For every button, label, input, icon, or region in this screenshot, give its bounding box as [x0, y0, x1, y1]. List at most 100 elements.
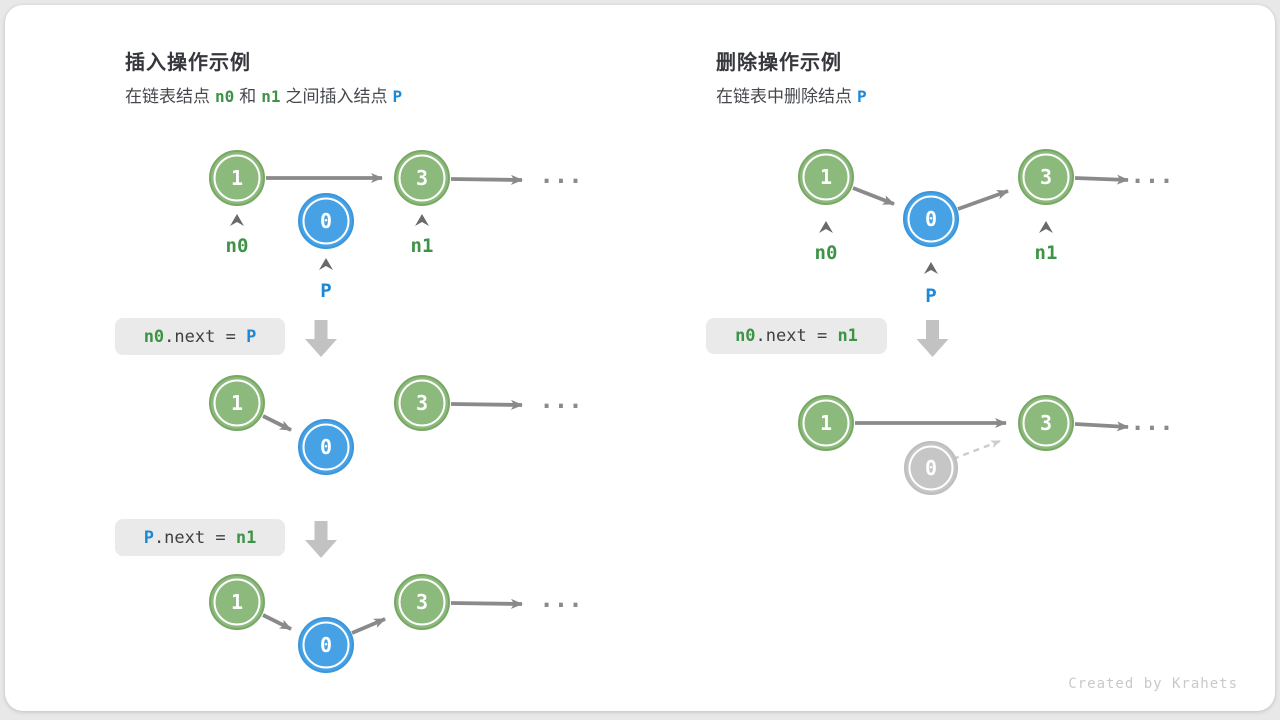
- code-mid: .next =: [755, 326, 838, 346]
- code-lhs: n0: [735, 326, 756, 346]
- insert-diagram-step1: ... 1 3 0: [209, 375, 583, 475]
- node-value: 1: [820, 165, 832, 189]
- delete-title: 删除操作示例: [716, 52, 842, 74]
- label-n1: n1: [1035, 242, 1058, 264]
- step-down-arrow: [916, 320, 949, 357]
- node-green-3: 3: [394, 574, 450, 630]
- delete-subtitle-text-1: 在链表中删除结点: [716, 87, 852, 106]
- node-circle: [209, 150, 265, 206]
- insert-subtitle-text-3: 之间插入结点: [285, 87, 388, 106]
- code-mid: .next =: [164, 326, 247, 347]
- insert-code-step1: n0.next = P: [115, 318, 285, 355]
- delete-code-step1: n0.next = n1: [706, 318, 887, 354]
- step-down-arrow: [305, 521, 337, 558]
- node-blue-p: 0: [298, 617, 354, 673]
- code-rhs: P: [246, 326, 257, 347]
- node-circle: [209, 574, 265, 630]
- node-circle: [1018, 149, 1074, 205]
- node-circle: [798, 395, 854, 451]
- node-ring: [802, 153, 850, 201]
- ellipsis: ...: [1130, 408, 1173, 436]
- insert-title: 插入操作示例: [125, 52, 251, 74]
- pointer-caret-n0: [819, 221, 833, 233]
- node-ring: [398, 578, 446, 626]
- node-green-3: 3: [1018, 149, 1074, 205]
- node-ring: [1022, 153, 1070, 201]
- arrow-n1-dots: [1074, 421, 1129, 432]
- label-p: P: [925, 285, 936, 307]
- arrow-n1-dots: [450, 598, 523, 609]
- node-ring: [802, 399, 850, 447]
- node-green-1: 1: [209, 150, 265, 206]
- node-value: 0: [320, 633, 332, 657]
- node-circle: [903, 191, 959, 247]
- node-green-1: 1: [209, 375, 265, 431]
- code-rhs: n1: [837, 326, 858, 346]
- node-circle: [1018, 395, 1074, 451]
- node-circle: [394, 375, 450, 431]
- insert-subtitle-text-1: 在链表结点: [125, 87, 210, 106]
- node-circle: [798, 149, 854, 205]
- node-ring: [302, 197, 350, 245]
- node-green-3: 3: [394, 375, 450, 431]
- node-ring: [213, 379, 261, 427]
- label-n0: n0: [226, 235, 249, 257]
- pointer-caret-n0: [230, 214, 244, 226]
- node-blue-p: 0: [298, 193, 354, 249]
- arrow-p-n1: [351, 617, 386, 635]
- arrow-n1-dots: [450, 174, 523, 185]
- code-lhs: P: [143, 527, 154, 548]
- insert-subtitle-p: P: [392, 87, 403, 106]
- ellipsis: ...: [539, 585, 582, 613]
- node-circle: [209, 375, 265, 431]
- delete-subtitle-p: P: [857, 87, 867, 106]
- arrow-n1-dots: [450, 399, 523, 410]
- node-value: 0: [925, 456, 937, 480]
- label-n1: n1: [411, 235, 434, 257]
- node-value: 1: [820, 411, 832, 435]
- node-green-1: 1: [798, 395, 854, 451]
- node-value: 3: [1040, 165, 1052, 189]
- node-value: 0: [320, 435, 332, 459]
- arrow-p-n1-dashed: [952, 439, 1001, 461]
- node-value: 3: [416, 391, 428, 415]
- code-mid: .next =: [153, 527, 236, 548]
- pointer-caret-n1: [415, 214, 429, 226]
- node-ring: [213, 578, 261, 626]
- node-circle: [394, 574, 450, 630]
- node-blue-p: 0: [298, 419, 354, 475]
- arrow-n0-p: [262, 414, 292, 432]
- node-value: 3: [416, 166, 428, 190]
- node-ring: [907, 195, 955, 243]
- pointer-caret-n1: [1039, 221, 1053, 233]
- node-ring: [302, 423, 350, 471]
- insert-subtitle-text-2: 和: [239, 87, 257, 106]
- code-lhs: n0: [143, 326, 165, 347]
- node-value: 1: [231, 590, 243, 614]
- ellipsis: ...: [539, 386, 582, 414]
- node-ring: [1022, 399, 1070, 447]
- insert-code-step2: P.next = n1: [115, 519, 285, 556]
- arrow-n0-p: [852, 186, 895, 206]
- pointer-caret-p: [319, 258, 333, 270]
- arrow-p-n1: [957, 189, 1009, 211]
- node-ring: [302, 621, 350, 669]
- node-circle: [298, 193, 354, 249]
- insert-subtitle-n0: n0: [215, 87, 235, 106]
- node-green-3: 3: [1018, 395, 1074, 451]
- label-n0: n0: [815, 242, 838, 264]
- node-circle: [904, 441, 958, 495]
- node-value: 0: [320, 209, 332, 233]
- node-ring: [398, 154, 446, 202]
- node-value: 1: [231, 166, 243, 190]
- node-ring: [398, 379, 446, 427]
- label-p: P: [320, 280, 331, 302]
- node-circle: [394, 150, 450, 206]
- insert-diagram-initial: ... 1 3 0 n0 n1 P: [209, 150, 583, 302]
- node-gray-removed-p: 0: [904, 441, 958, 495]
- delete-subtitle: 在链表中删除结点 P: [716, 82, 872, 107]
- ellipsis: ...: [1130, 161, 1173, 189]
- node-value: 0: [925, 207, 937, 231]
